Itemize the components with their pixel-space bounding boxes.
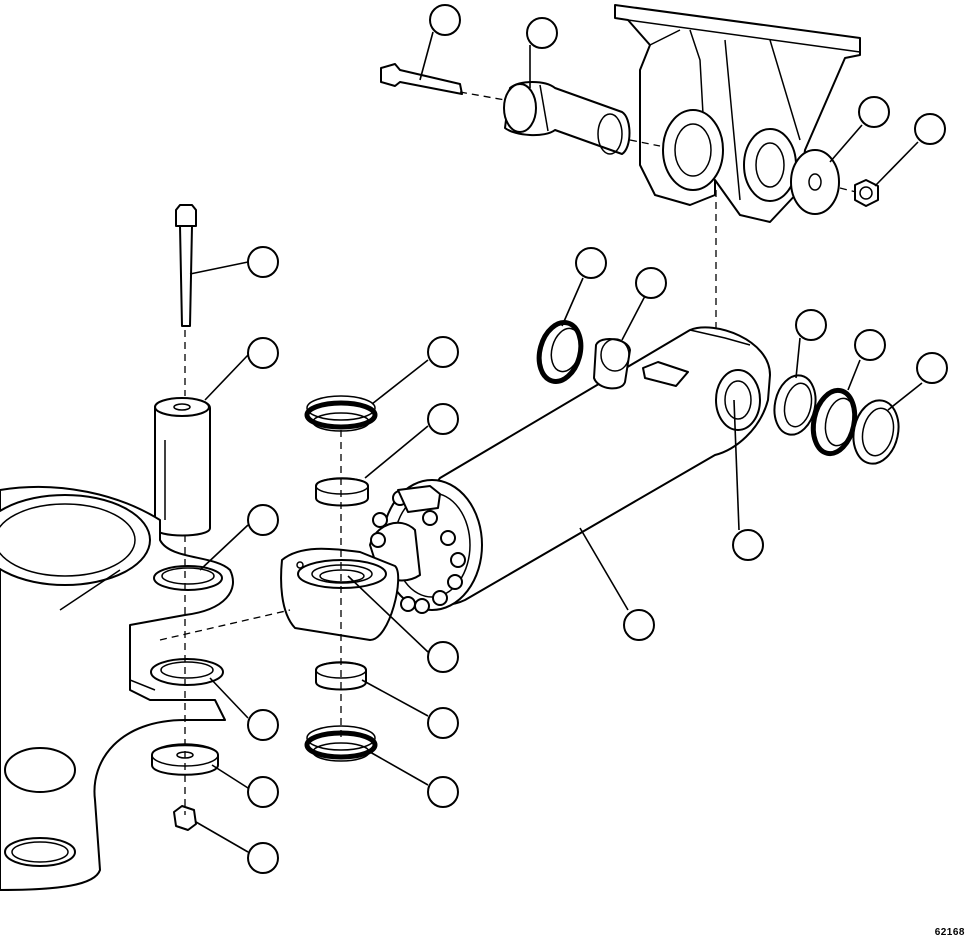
alignment-lines <box>159 91 857 815</box>
callout-balloon <box>247 246 279 278</box>
callout-balloon <box>732 529 764 561</box>
head-end-bushing <box>773 374 817 436</box>
upper-bushing <box>315 477 369 507</box>
head-end-seal <box>810 387 858 457</box>
rod-end-seal <box>536 320 584 384</box>
flat-washer <box>151 743 219 776</box>
dust-ring <box>852 399 900 465</box>
callout-balloon <box>247 842 279 874</box>
callout-balloon <box>623 609 655 641</box>
callout-balloon <box>247 504 279 536</box>
figure-id-label: 62168 <box>934 927 965 938</box>
callout-balloons <box>247 4 948 874</box>
retaining-bolt <box>175 204 197 327</box>
callout-balloon <box>858 96 890 128</box>
rod-eye <box>280 547 400 641</box>
callout-balloon <box>247 709 279 741</box>
lock-nut <box>854 179 879 207</box>
callout-balloon <box>429 4 461 36</box>
callout-leaders <box>189 31 923 853</box>
callout-balloon <box>247 337 279 369</box>
rod-end-bushing <box>593 338 631 390</box>
callout-balloon <box>427 336 459 368</box>
callout-balloon <box>526 17 558 49</box>
callout-balloon <box>427 776 459 808</box>
cylinder-flange-bolts <box>370 485 466 614</box>
rod-eye-bearing <box>319 569 365 583</box>
callout-balloon <box>854 329 886 361</box>
callout-balloon <box>914 113 946 145</box>
callout-balloon <box>247 776 279 808</box>
axle-housing <box>0 485 234 891</box>
mounting-pin <box>154 397 211 537</box>
upper-seal <box>304 395 378 432</box>
lower-pin-bore-bushing <box>150 658 224 686</box>
pivot-bolt <box>380 63 463 95</box>
pivot-pin <box>503 81 631 155</box>
callout-balloon <box>427 707 459 739</box>
callout-balloon <box>427 403 459 435</box>
callout-balloon <box>635 267 667 299</box>
callout-balloon <box>795 309 827 341</box>
spacer-washer <box>790 149 840 215</box>
nut <box>173 805 197 831</box>
callout-balloon <box>916 352 948 384</box>
callout-balloon <box>575 247 607 279</box>
lower-seal <box>304 725 378 762</box>
upper-pin-bore-bushing <box>153 565 223 591</box>
callout-balloon <box>427 641 459 673</box>
